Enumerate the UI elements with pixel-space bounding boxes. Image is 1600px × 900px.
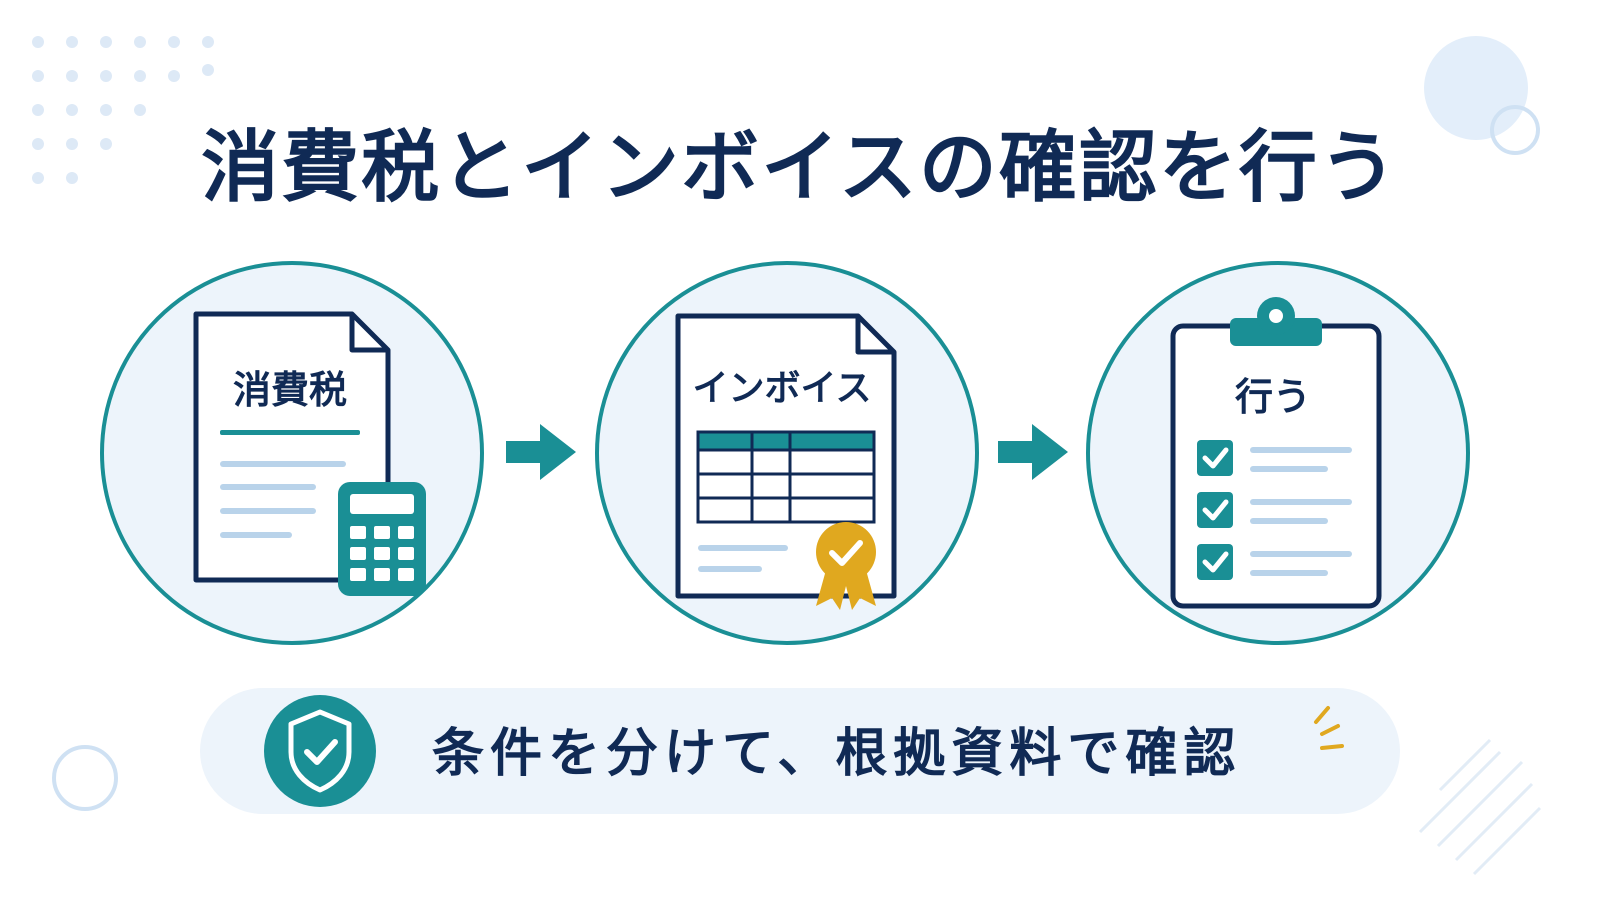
decorative-ring-small: [1490, 105, 1540, 155]
step-label-2: インボイス: [693, 368, 872, 409]
summary-banner: [200, 688, 1400, 814]
invoice-table-icon: [696, 430, 876, 524]
checkbox-checked-icon: [1197, 492, 1233, 528]
calculator-icon: [338, 482, 426, 596]
clipboard-checklist-icon: [1170, 297, 1382, 609]
document-calculator-icon: [193, 311, 426, 596]
clipboard-clip-icon: [1230, 297, 1322, 346]
step-label-1: 消費税: [233, 368, 347, 412]
decorative-circle-large: [1424, 36, 1528, 140]
certified-badge-icon: [816, 522, 876, 610]
banner-text: 条件を分けて、根拠資料で確認: [432, 724, 1242, 784]
arrow-right-icon: [998, 424, 1068, 480]
decorative-stripes: [1418, 738, 1542, 876]
step-label-3: 行う: [1235, 375, 1311, 419]
decorative-dot-grid: [32, 36, 214, 184]
checkbox-checked-icon: [1197, 440, 1233, 476]
page-title: 消費税とインボイスの確認を行う: [201, 123, 1399, 213]
checkbox-checked-icon: [1197, 544, 1233, 580]
decorative-ring-bottom: [52, 745, 118, 811]
invoice-certified-icon: [675, 313, 897, 610]
arrow-right-icon: [506, 424, 576, 480]
